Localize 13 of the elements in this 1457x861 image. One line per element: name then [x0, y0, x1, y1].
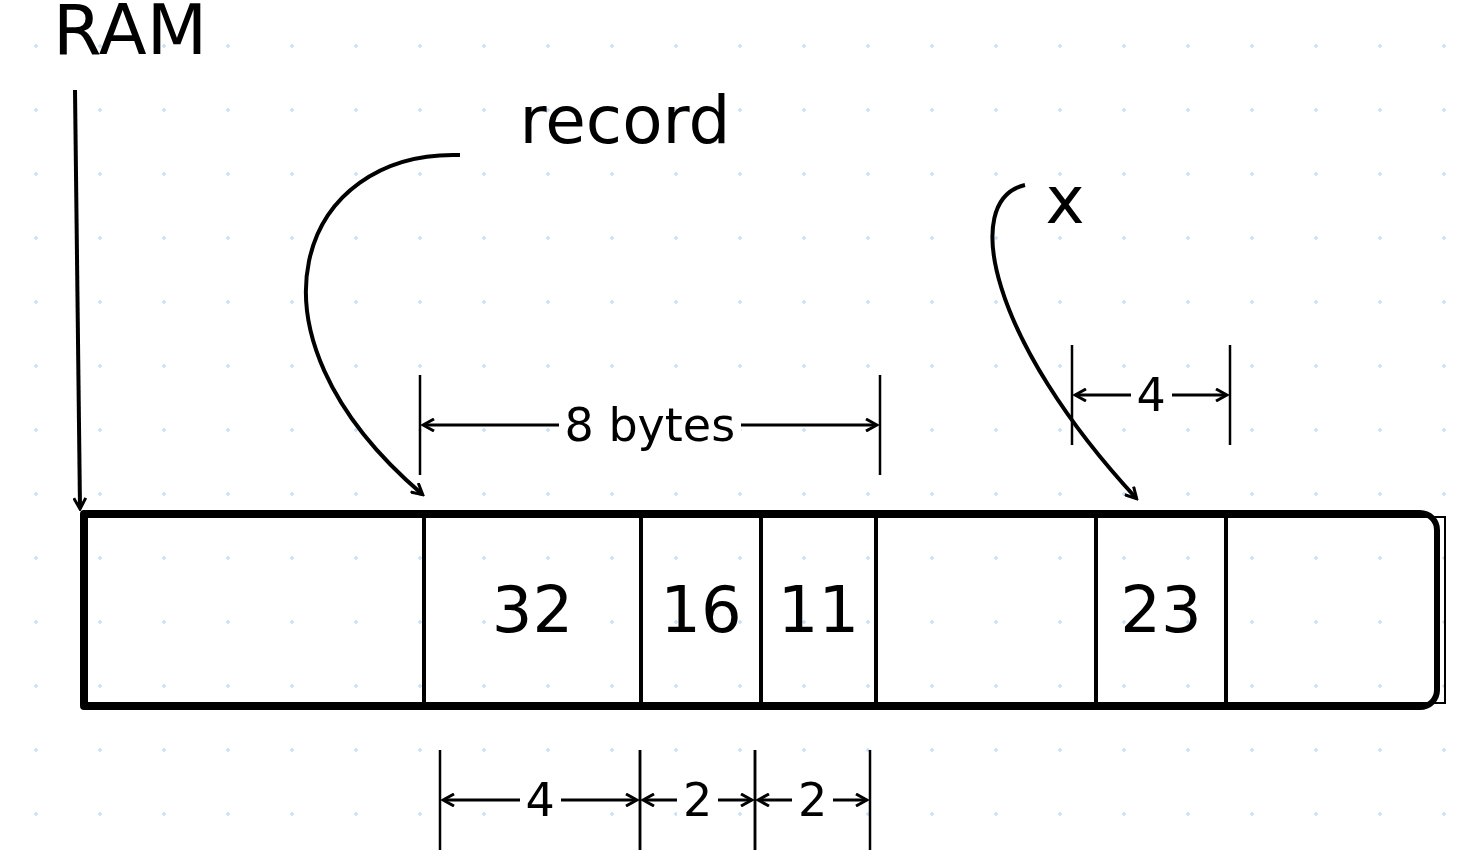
memory-cell: 23	[1096, 516, 1226, 704]
node-label: record	[460, 65, 790, 175]
curved-arrow	[990, 183, 1139, 501]
node-label: RAM	[30, 0, 230, 60]
empty-memory-cell	[86, 516, 424, 704]
node-label: x	[1030, 160, 1100, 240]
memory-cell: 32	[424, 516, 641, 704]
curved-arrow	[72, 89, 88, 511]
memory-cell: 16	[641, 516, 761, 704]
empty-memory-cell	[1226, 516, 1446, 704]
memory-cell: 11	[761, 516, 876, 704]
empty-memory-cell	[876, 516, 1096, 704]
curved-arrow	[304, 153, 461, 497]
